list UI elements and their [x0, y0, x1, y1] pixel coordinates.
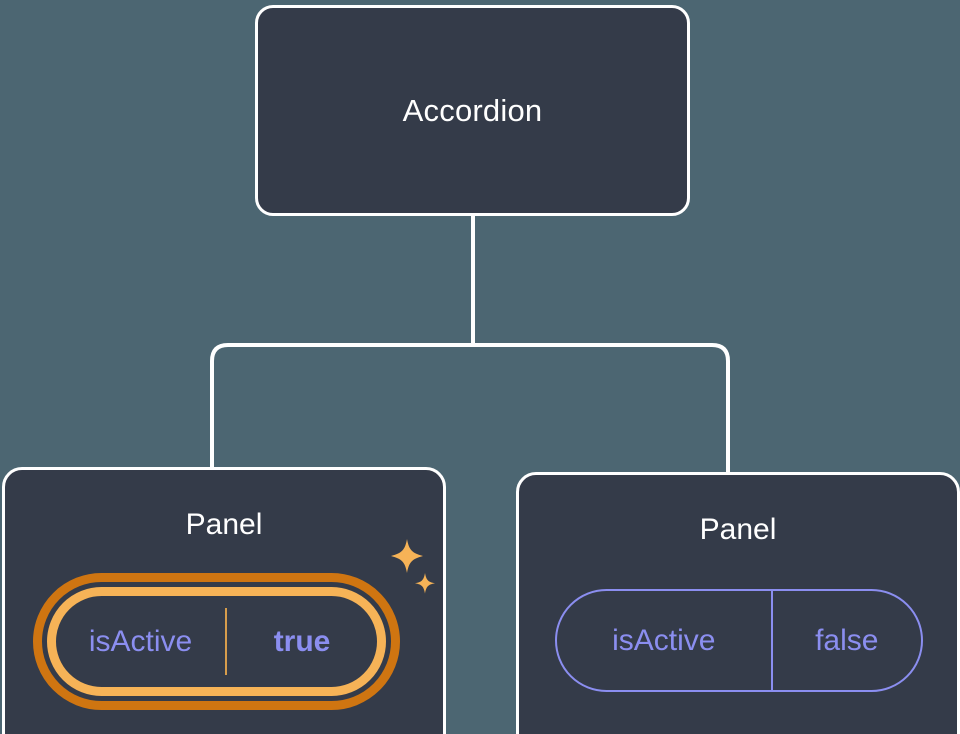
prop-divider [225, 607, 228, 676]
prop-pill-isactive-true[interactable]: isActive true [33, 573, 400, 710]
prop-value: false [815, 623, 879, 657]
prop-value: true [273, 624, 331, 658]
prop-pill-inner: isActive true [47, 587, 386, 696]
prop-pill-isactive-false[interactable]: isActive false [555, 589, 923, 692]
node-title: Accordion [402, 93, 543, 128]
prop-key: isActive [612, 623, 716, 657]
prop-key: isActive [88, 624, 193, 658]
connector-branch-bar [210, 343, 730, 472]
node-accordion[interactable]: Accordion [255, 5, 690, 216]
node-title: Panel [185, 508, 263, 541]
node-title: Panel [699, 513, 777, 546]
prop-divider [770, 591, 773, 690]
